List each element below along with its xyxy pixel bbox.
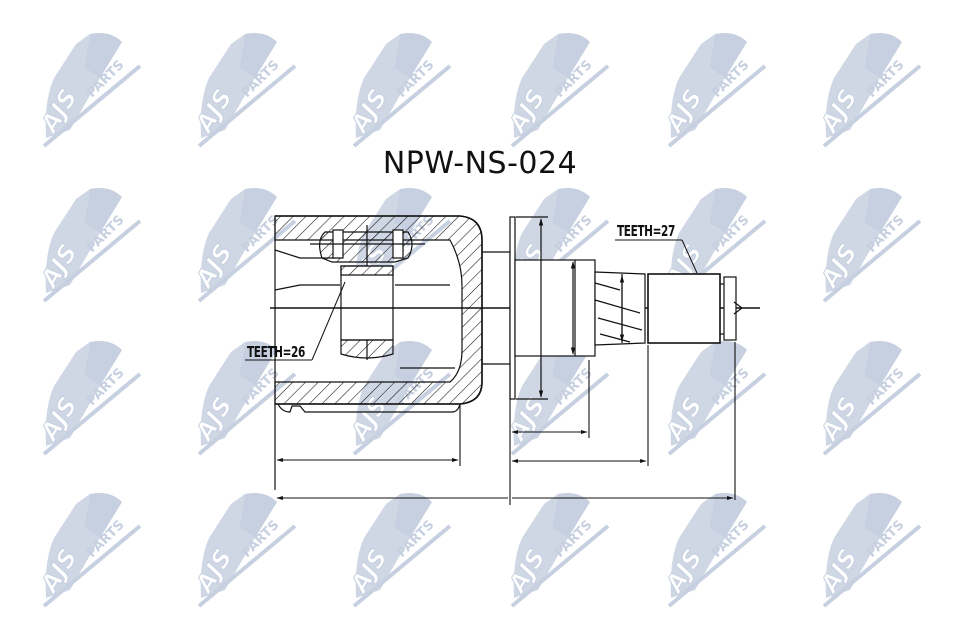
housing [270,215,760,490]
leader-lines [245,239,698,361]
part-number-title: NPW-NS-024 [382,146,578,181]
inner-teeth-label: TEETH=26 [247,343,305,361]
dimension-lines [276,342,736,505]
stub-shaft [482,216,743,400]
outer-teeth-label: TEETH=27 [617,222,675,240]
